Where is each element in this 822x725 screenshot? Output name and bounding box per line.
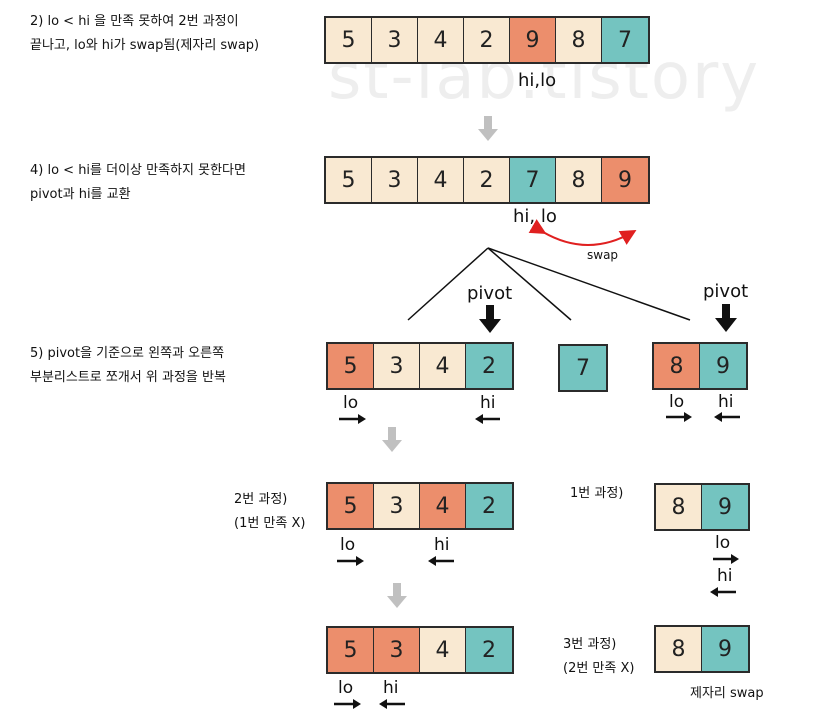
array-cell: 2	[466, 628, 512, 672]
lo-right-arrow	[713, 554, 739, 564]
array-cell: 8	[656, 485, 702, 529]
hi-lo-label-row1: hi,lo	[518, 70, 557, 91]
array-cell: 2	[466, 484, 512, 528]
array-cell: 7	[510, 158, 556, 202]
hi-label: hi	[718, 392, 734, 412]
array-cell: 2	[464, 18, 510, 62]
array-cell: 3	[374, 484, 420, 528]
gray-down-arrow	[478, 116, 498, 141]
array-cell: 8	[556, 18, 602, 62]
array-cell: 8	[556, 158, 602, 202]
lo-right-arrow	[339, 414, 366, 424]
gray-down-arrow	[382, 427, 402, 452]
hi-left-arrow	[428, 556, 454, 566]
array-cell: 7	[560, 346, 606, 390]
note-inplace-swap: 제자리 swap	[690, 686, 764, 701]
lo-right-arrow	[334, 699, 361, 709]
array-cell: 5	[326, 158, 372, 202]
array-cell: 3	[374, 628, 420, 672]
array-cell: 9	[602, 158, 648, 202]
array-cell: 9	[510, 18, 556, 62]
swap-arc-arrow	[528, 219, 637, 246]
lo-label: lo	[343, 393, 359, 413]
array-cell: 4	[420, 484, 466, 528]
note-right-step1: 1번 과정)	[570, 486, 624, 501]
hi-label: hi	[480, 393, 496, 413]
array-cell: 7	[602, 18, 648, 62]
lo-label: lo	[715, 533, 731, 553]
array-cell: 8	[654, 344, 700, 388]
array-cell: 4	[418, 18, 464, 62]
array-cell: 8	[656, 627, 702, 671]
array-cell: 9	[702, 627, 748, 671]
array-cell: 4	[418, 158, 464, 202]
hi-label: hi	[383, 678, 399, 698]
hi-left-arrow	[714, 412, 740, 422]
array-cell: 5	[328, 628, 374, 672]
array-cell: 9	[700, 344, 746, 388]
lo-right-arrow	[337, 556, 364, 566]
lo-label: lo	[669, 392, 685, 412]
array-cell: 4	[420, 628, 466, 672]
note-right-step3: 3번 과정) (2번 만족 X)	[563, 637, 635, 676]
pivot-label-left: pivot	[467, 283, 513, 304]
lo-label: lo	[338, 678, 354, 698]
split-lines	[407, 247, 691, 321]
swap-label: swap	[587, 248, 619, 262]
lo-right-arrow	[666, 412, 692, 422]
note-left-step2: 2번 과정) (1번 만족 X)	[234, 492, 306, 531]
array-cell: 3	[372, 158, 418, 202]
array-cell: 5	[326, 18, 372, 62]
note-step2: 2) lo < hi 을 만족 못하여 2번 과정이 끝나고, lo와 hi가 …	[30, 14, 260, 53]
hi-left-arrow	[379, 699, 405, 709]
pivot-down-arrow	[715, 304, 737, 332]
array-cell: 9	[702, 485, 748, 529]
array-cell: 2	[464, 158, 510, 202]
pivot-down-arrow	[479, 305, 501, 333]
array-pivot-seven: 7	[558, 344, 608, 392]
hi-left-arrow	[710, 587, 736, 597]
array-cell: 3	[374, 344, 420, 388]
array-cell: 4	[420, 344, 466, 388]
array-cell: 5	[328, 484, 374, 528]
array-cell: 3	[372, 18, 418, 62]
lo-label: lo	[340, 535, 356, 555]
pivot-label-right: pivot	[703, 281, 749, 302]
array-cell: 2	[466, 344, 512, 388]
hi-label: hi	[717, 566, 733, 586]
gray-down-arrow	[387, 583, 407, 608]
note-step4: 4) lo < hi를 더이상 만족하지 못한다면 pivot과 hi를 교환	[30, 163, 246, 202]
hi-label: hi	[434, 535, 450, 555]
note-step5: 5) pivot을 기준으로 왼쪽과 오른쪽 부분리스트로 쪼개서 위 과정을 …	[30, 346, 226, 385]
hi-left-arrow	[475, 414, 500, 424]
array-cell: 5	[328, 344, 374, 388]
